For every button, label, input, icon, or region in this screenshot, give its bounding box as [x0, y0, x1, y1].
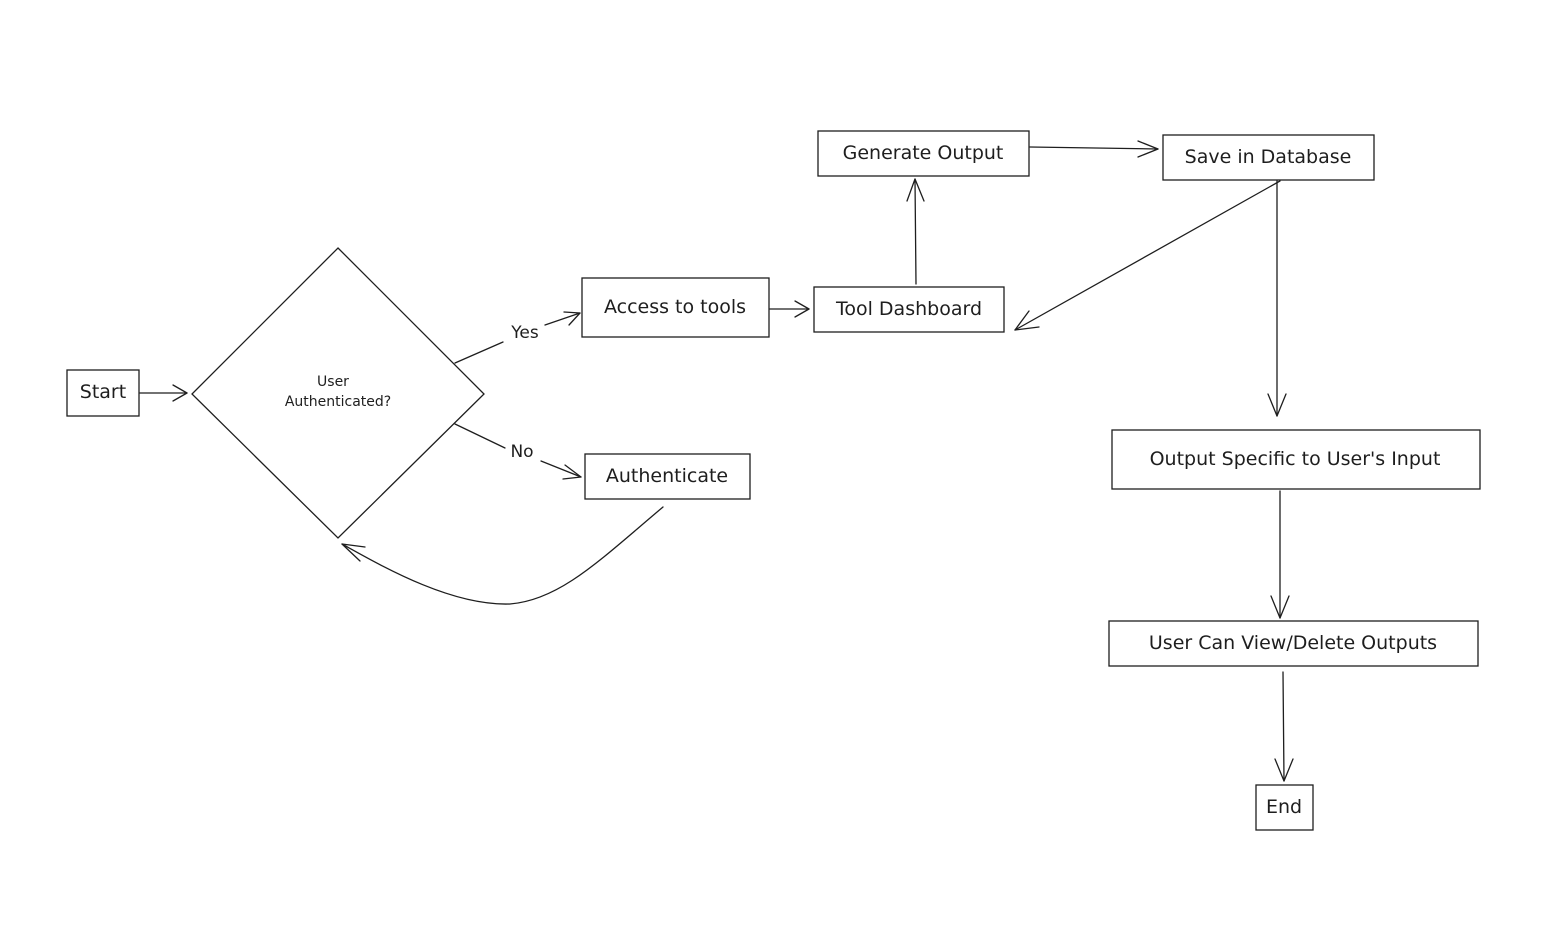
arrow-output-specific-to-view-delete — [1270, 490, 1290, 619]
yes-edge-label: Yes — [510, 323, 539, 343]
authenticate-node[interactable]: Authenticate — [584, 453, 751, 500]
arrow-start-to-decision — [139, 384, 188, 402]
tool-dashboard-node-label: Tool Dashboard — [835, 298, 982, 320]
arrow-save-database-to-dashboard — [1014, 180, 1281, 331]
decision-node[interactable]: User Authenticated? — [191, 247, 485, 539]
decision-node-label-line2: Authenticated? — [285, 394, 391, 410]
arrow-access-tools-to-dashboard — [769, 300, 810, 318]
access-tools-node-label: Access to tools — [604, 296, 746, 318]
arrow-dashboard-to-generate-output — [906, 178, 925, 285]
start-node-label: Start — [80, 381, 126, 403]
authenticate-node-label: Authenticate — [606, 465, 728, 487]
save-database-node-label: Save in Database — [1185, 146, 1352, 168]
arrow-authenticate-to-decision — [341, 506, 664, 605]
arrow-no-to-authenticate — [454, 423, 582, 480]
decision-node-label-line1: User — [317, 374, 349, 390]
arrow-save-database-to-output-specific — [1267, 180, 1287, 417]
view-delete-node-label: User Can View/Delete Outputs — [1149, 632, 1437, 654]
no-edge-label: No — [510, 442, 533, 462]
end-node[interactable]: End — [1255, 784, 1314, 831]
arrow-generate-output-to-save-database — [1029, 140, 1159, 158]
view-delete-node[interactable]: User Can View/Delete Outputs — [1108, 620, 1479, 667]
arrow-view-delete-to-end — [1274, 671, 1294, 782]
save-database-node[interactable]: Save in Database — [1162, 134, 1375, 181]
tool-dashboard-node[interactable]: Tool Dashboard — [813, 286, 1005, 333]
generate-output-node[interactable]: Generate Output — [817, 130, 1030, 177]
output-specific-node[interactable]: Output Specific to User's Input — [1111, 429, 1481, 490]
start-node[interactable]: Start — [66, 369, 140, 417]
arrow-yes-to-access-tools — [454, 311, 581, 364]
output-specific-node-label: Output Specific to User's Input — [1150, 448, 1441, 470]
end-node-label: End — [1266, 796, 1302, 818]
generate-output-node-label: Generate Output — [843, 142, 1004, 164]
access-tools-node[interactable]: Access to tools — [581, 277, 770, 338]
